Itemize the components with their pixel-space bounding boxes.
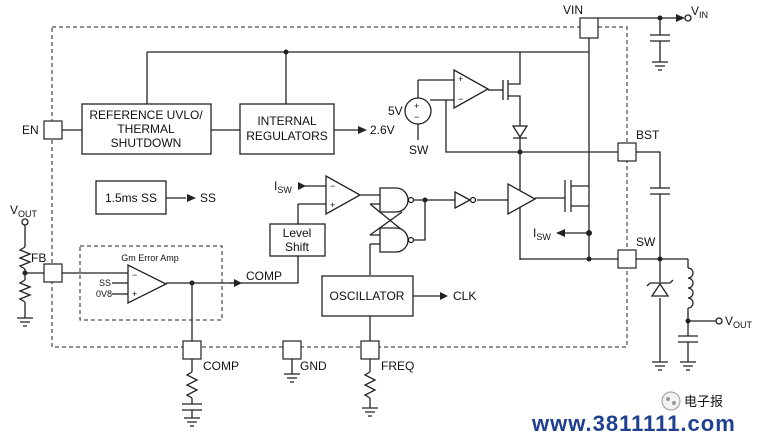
nand-gate-bottom [379,227,415,253]
comp-signal-label: COMP [246,269,282,283]
inverter-gate [454,190,477,210]
reference-line1: REFERENCE UVLO/ [89,108,203,122]
en-pin-label: EN [22,123,39,137]
watermark-brand: 电子报 [684,394,723,409]
svg-text:+: + [414,101,419,111]
freq-pin-label: FREQ [381,359,414,373]
vref-input-label: 0V8 [96,289,112,299]
level-shift-line1: Level [283,226,312,240]
v26-label: 2.6V [370,123,395,137]
clk-label: CLK [453,289,476,303]
wiring [17,17,716,427]
watermark-logo-icon [661,391,681,411]
level-shift-line2: Shift [285,240,310,254]
fb-pin-label: FB [31,251,46,265]
error-amp-label: Gm Error Amp [121,253,179,263]
reference-uvlo-block [81,103,212,155]
svg-text:+: + [330,200,335,210]
isw-sense-label: ISW [533,226,551,242]
sw-pin [617,249,637,269]
isw-comparator: − + [325,174,362,216]
vin-pin-label: VIN [563,3,583,17]
gnd-pin [282,340,302,360]
oscillator-block [321,275,414,317]
nand-gate-top [379,187,415,213]
svg-text:+: + [458,74,463,84]
isw-comparator-label: ISW [274,179,292,195]
oscillator-label: OSCILLATOR [330,289,405,303]
ss-signal-label: SS [200,191,216,205]
junctions [22,15,691,324]
reference-line2: THERMAL [117,122,175,136]
sw-ref-label: SW [409,143,429,157]
bst-pin-label: BST [636,128,660,142]
watermark-url: www.3811111.com [531,411,736,435]
comp-pin [182,340,202,360]
svg-text:−: − [414,112,419,122]
reference-line3: SHUTDOWN [111,136,182,150]
svg-text:−: − [458,94,463,104]
error-amplifier: − + [127,263,168,305]
ss-input-label: SS [99,278,111,288]
soft-start-label: 1.5ms SS [105,191,157,205]
freq-pin [360,340,380,360]
ldo-opamp: + − [453,68,490,110]
sw-pin-label: SW [636,235,656,249]
vin-terminal [684,14,692,22]
vin-pin [579,17,599,39]
vout-rail-label: VOUT [725,314,753,330]
soft-start-block [95,180,167,215]
arrowheads [187,14,685,300]
ic-boundary [51,26,628,348]
5v-source-icon: + − [404,97,432,125]
5v-label: 5V [388,104,403,118]
svg-text:−: − [132,270,137,280]
fb-pin [43,263,63,283]
svg-text:+: + [132,289,137,299]
en-pin [43,120,63,140]
error-amp-enclosure [79,245,223,321]
catch-diode-icon [646,279,674,297]
regulators-line1: INTERNAL [257,114,317,128]
bst-pin [617,142,637,162]
level-shift-block [269,223,326,257]
vin-rail-label: VIN [691,4,708,20]
comp-pin-label: COMP [203,359,239,373]
vout-terminal [715,317,723,325]
gnd-pin-label: GND [300,359,327,373]
svg-text:−: − [330,181,335,191]
internal-regulators-block [239,103,335,155]
vout-fb-rail-label: VOUT [10,203,38,219]
gate-driver [507,182,537,216]
bst-diode-icon [511,125,529,139]
regulators-line2: REGULATORS [246,129,328,143]
vout-fb-terminal [21,218,29,226]
